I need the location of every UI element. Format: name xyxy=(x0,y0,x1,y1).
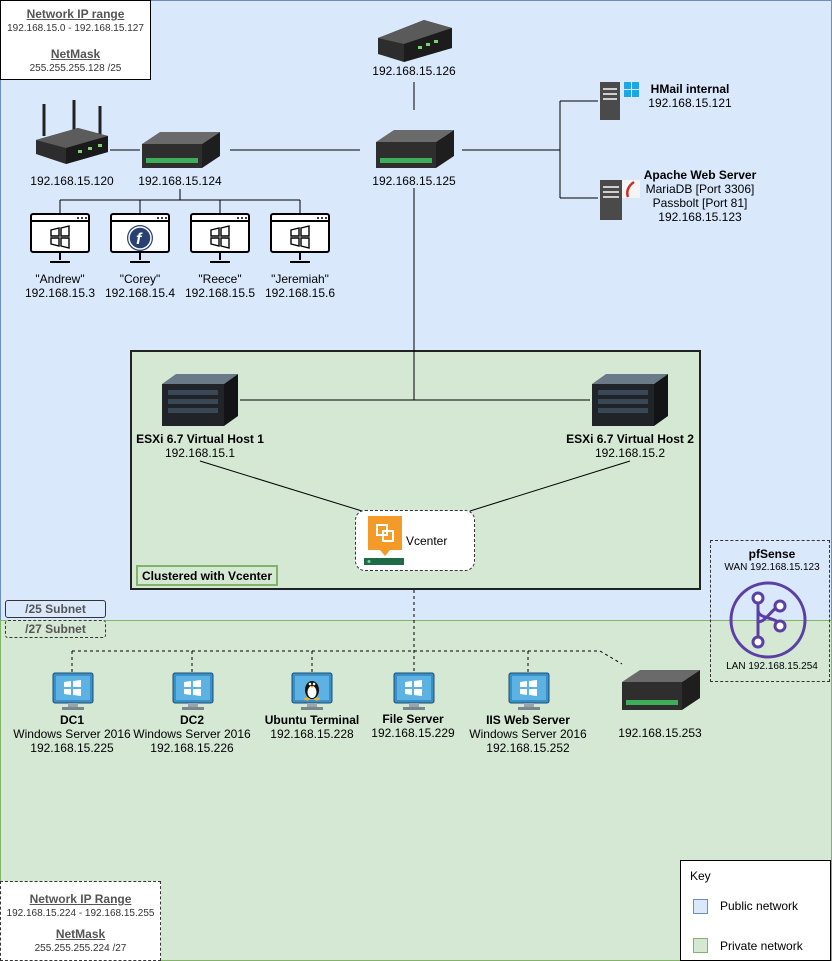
top-router-ip: 192.168.15.126 xyxy=(372,64,456,78)
private-node-name: IIS Web Server xyxy=(486,713,570,727)
subnet-25-label: /25 Subnet xyxy=(25,602,86,616)
private-range-title: Network IP Range xyxy=(29,892,132,906)
private-node-ip: 192.168.15.225 xyxy=(30,741,114,755)
private-node-ip: 192.168.15.226 xyxy=(150,741,234,755)
windows-workstation-icon xyxy=(30,213,90,263)
legend-private-label: Private network xyxy=(720,939,803,953)
apache-server-icon xyxy=(600,180,640,220)
private-switch-ip: 192.168.15.253 xyxy=(618,726,702,740)
pfsense-lan: LAN 192.168.15.254 xyxy=(726,661,818,672)
private-node-ip: 192.168.15.229 xyxy=(371,726,455,740)
router-icon xyxy=(378,20,452,62)
left-router-ip: 192.168.15.120 xyxy=(30,174,114,188)
windows-workstation-icon xyxy=(190,213,250,263)
workstation-name: "Reece" xyxy=(198,272,242,286)
legend-public-label: Public network xyxy=(720,899,799,913)
esxi-host2-name: ESXi 6.7 Virtual Host 2 xyxy=(566,432,694,446)
vcenter-icon xyxy=(364,516,404,565)
windows-server-icon xyxy=(600,82,639,120)
cluster-label: Clustered with Vcenter xyxy=(141,569,273,583)
pfsense-name: pfSense xyxy=(748,547,796,561)
private-node-name: DC1 xyxy=(59,713,84,727)
windows-vm-icon xyxy=(508,672,550,710)
apache-line1: MariaDB [Port 3306] xyxy=(645,182,755,196)
workstation-ip: 192.168.15.3 xyxy=(24,286,96,300)
fedora-workstation-icon: f xyxy=(110,213,170,263)
cluster-label-box xyxy=(136,565,278,586)
workstation-name: "Corey" xyxy=(119,272,161,286)
windows-vm-icon xyxy=(172,672,214,710)
switch-icon xyxy=(376,130,454,168)
workstation-ip: 192.168.15.6 xyxy=(264,286,336,300)
pfsense-wan: WAN 192.168.15.123 xyxy=(724,562,820,573)
public-range-value: 192.168.15.0 - 192.168.15.127 xyxy=(7,23,144,34)
private-mask-value: 255.255.255.224 /27 xyxy=(34,943,127,954)
public-range-title: Network IP range xyxy=(26,7,125,21)
switch-icon xyxy=(142,132,220,168)
svg-text:f: f xyxy=(136,231,143,248)
private-node-os: Windows Server 2016 xyxy=(13,727,131,741)
subnet-27-label: /27 Subnet xyxy=(25,622,86,636)
apache-ip: 192.168.15.123 xyxy=(658,210,742,224)
esxi-host1-name: ESXi 6.7 Virtual Host 1 xyxy=(136,432,264,446)
windows-workstation-icon xyxy=(270,213,330,263)
wireless-router-icon xyxy=(36,100,108,164)
apache-line2: Passbolt [Port 81] xyxy=(652,196,748,210)
workstation-name: "Jeremiah" xyxy=(271,272,329,286)
private-node-os: Windows Server 2016 xyxy=(469,727,587,741)
private-node-ip: 192.168.15.228 xyxy=(270,727,354,741)
esxi-host-icon xyxy=(592,374,668,426)
private-range-value: 192.168.15.224 - 192.168.15.255 xyxy=(6,908,155,919)
esxi-host2-ip: 192.168.15.2 xyxy=(594,446,666,460)
linux-vm-icon xyxy=(291,672,333,710)
workstation-ip: 192.168.15.5 xyxy=(184,286,256,300)
private-node-os: Windows Server 2016 xyxy=(133,727,251,741)
private-node-name: File Server xyxy=(382,712,444,726)
legend-public-swatch xyxy=(693,899,708,914)
legend-private-swatch xyxy=(693,938,708,953)
public-network-info xyxy=(0,0,151,80)
hmail-ip: 192.168.15.121 xyxy=(648,96,732,110)
main-switch-ip: 192.168.15.125 xyxy=(372,174,456,188)
private-network-info xyxy=(0,881,161,961)
private-mask-title: NetMask xyxy=(55,927,106,941)
private-node-name: Ubuntu Terminal xyxy=(264,713,360,727)
workstation-name: "Andrew" xyxy=(35,272,85,286)
public-mask-title: NetMask xyxy=(50,47,101,61)
private-node-ip: 192.168.15.252 xyxy=(486,741,570,755)
subnet-25-label-box xyxy=(5,600,106,618)
switch-icon xyxy=(622,670,700,710)
hmail-name: HMail internal xyxy=(650,82,730,96)
workstation-ip: 192.168.15.4 xyxy=(104,286,176,300)
subnet-27-label-box xyxy=(5,620,106,638)
esxi-host1-ip: 192.168.15.1 xyxy=(164,446,236,460)
public-mask-value: 255.255.255.128 /25 xyxy=(29,63,122,74)
pfsense-box xyxy=(710,540,830,682)
esxi-host-icon xyxy=(162,374,238,426)
private-node-name: DC2 xyxy=(179,713,204,727)
apache-name: Apache Web Server xyxy=(643,168,757,182)
left-switch-ip: 192.168.15.124 xyxy=(138,174,222,188)
windows-vm-icon xyxy=(52,672,94,710)
pfsense-icon xyxy=(729,581,807,659)
windows-vm-icon xyxy=(393,672,435,710)
legend-title: Key xyxy=(690,869,711,883)
vcenter-label: Vcenter xyxy=(406,534,448,548)
